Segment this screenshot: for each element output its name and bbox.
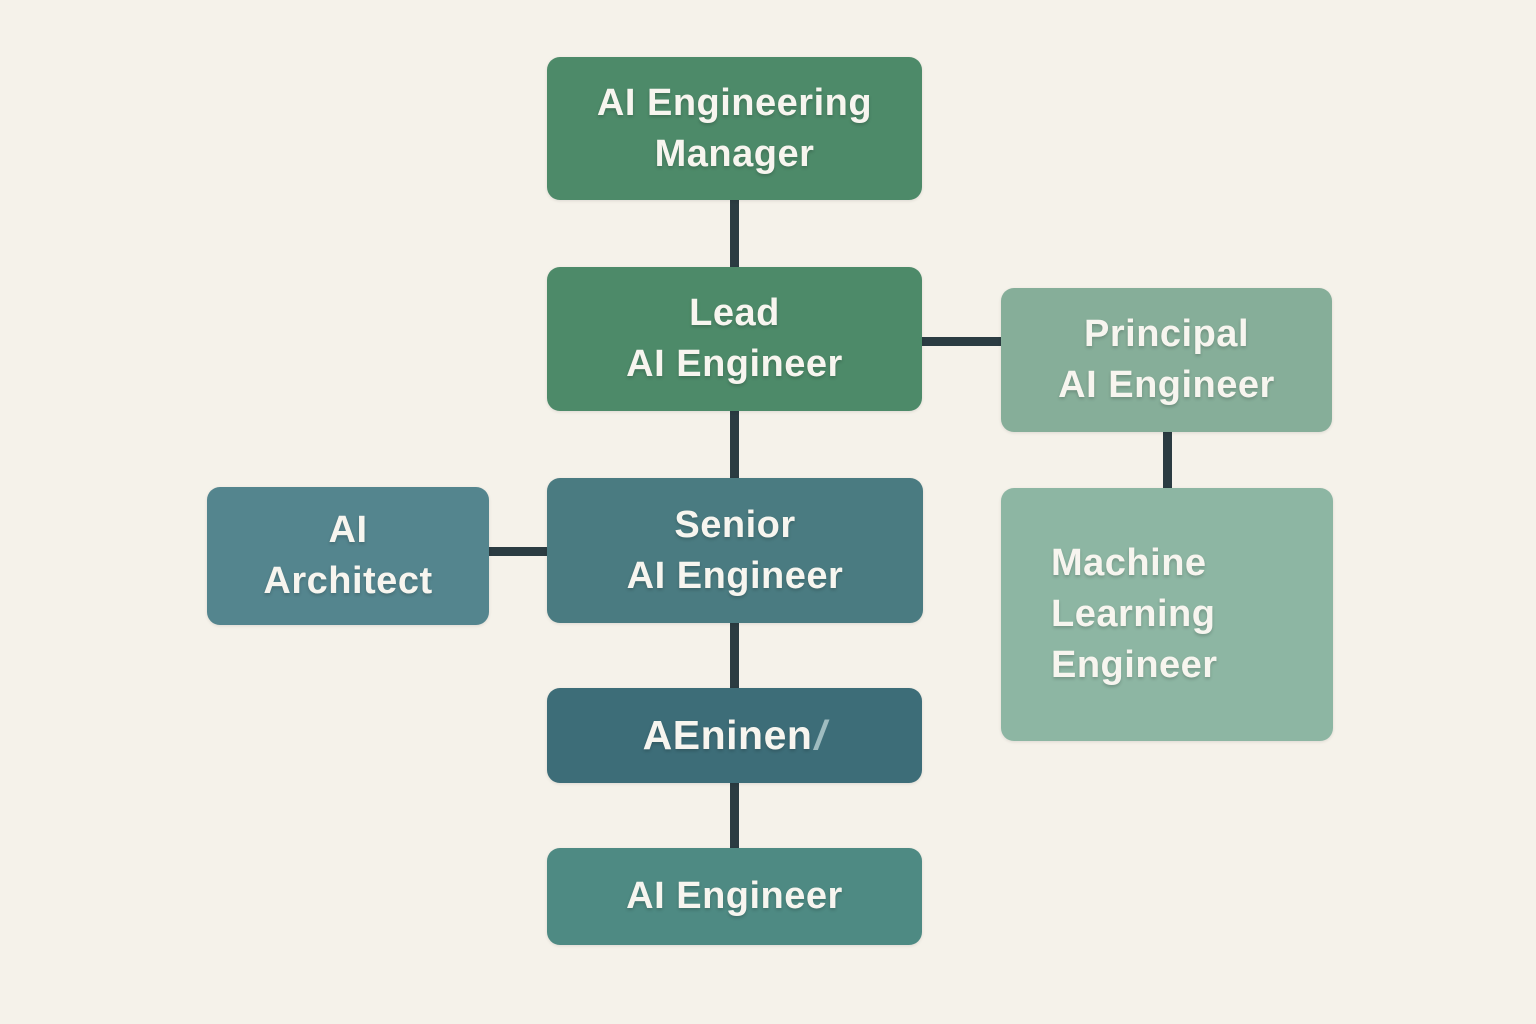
node-label-line: AI Engineer	[626, 875, 843, 917]
node-lead-ai-engineer: Lead AI Engineer	[547, 267, 922, 411]
node-ai-architect: AI Architect	[207, 487, 489, 625]
connector-garbled-to-engineer	[730, 782, 739, 849]
node-label-line: Lead	[689, 292, 780, 334]
node-senior-ai-engineer: Senior AI Engineer	[547, 478, 923, 623]
node-label-line: AI Engineer	[626, 343, 843, 385]
node-garbled-text: AEninen /	[547, 688, 922, 783]
node-machine-learning-engineer: Machine Learning Engineer	[1001, 488, 1333, 741]
connector-manager-to-lead	[730, 200, 739, 268]
node-ai-engineering-manager: AI Engineering Manager	[547, 57, 922, 200]
node-label-line: AI Engineer	[1058, 364, 1275, 406]
node-label-line: Senior	[674, 503, 796, 546]
connector-principal-to-ml	[1163, 431, 1172, 489]
connector-senior-to-garbled	[730, 622, 739, 689]
connector-architect-to-senior	[488, 547, 548, 556]
node-ai-engineer: AI Engineer	[547, 848, 922, 945]
node-label-line: AI Engineering	[596, 81, 873, 124]
node-label-line: Machine	[1051, 542, 1207, 584]
node-label-line: AEninen	[642, 712, 813, 758]
garbled-slash-glyph: /	[814, 712, 827, 758]
node-label-line: Learning	[1051, 593, 1216, 635]
connector-lead-to-senior	[730, 410, 739, 479]
node-label-line: Architect	[263, 560, 433, 602]
node-principal-ai-engineer: Principal AI Engineer	[1001, 288, 1332, 432]
node-label-line: AI	[328, 509, 368, 551]
node-label-line: Principal	[1084, 313, 1249, 355]
node-label-line: AI Engineer	[626, 554, 844, 597]
connector-lead-to-principal	[921, 337, 1002, 346]
node-label-line: Engineer	[1051, 644, 1218, 686]
node-label-line: Manager	[654, 132, 815, 175]
